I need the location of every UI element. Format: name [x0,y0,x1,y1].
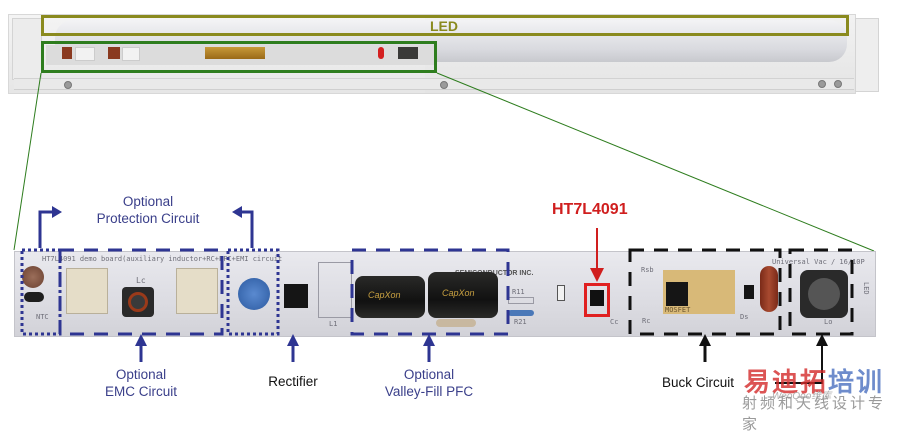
fixture-rail [14,78,854,90]
led-highlight-box [41,15,849,36]
zoom-guide-lines [13,72,875,252]
protection-label-line1: Optional [122,194,174,209]
zoom-line-right [436,72,875,252]
pcb-silkscreen-title: HT7L4091 demo board(auxiliary inductor+R… [42,255,283,263]
ic-highlight-box [584,283,610,317]
buck-inductor-core [808,278,840,310]
capacitor-brand-1: CapXon [368,290,401,300]
refdes-l1: L1 [329,320,338,328]
refdes-lc: Lc [136,276,146,285]
emc-arrow-head [135,334,147,346]
watermark: 易迪拓培训 [744,362,884,399]
driver-component [122,47,140,61]
led-label: LED [430,18,458,34]
emc-box [58,248,224,336]
protection-label-line2: Protection Circuit [96,211,200,226]
bridge-rectifier [284,284,308,308]
diode-ds [744,285,754,299]
electrolytic-capacitor-1 [355,276,425,318]
mosfet [666,282,688,306]
driver-component [108,47,120,59]
valley-fill-box [350,248,510,336]
output-capacitor [760,266,778,312]
annotation-overlay [20,206,854,384]
screw [818,80,826,88]
ntc-thermistor [24,292,44,302]
protection-arrow-left-line [38,210,54,248]
refdes-ntc: NTC [36,313,49,321]
valley-fill-label-line1: Optional [403,367,455,382]
watermark-blue-text: 培训 [828,367,885,397]
refdes-lo: Lo [824,318,833,326]
ic-label: HT7L4091 [552,201,628,218]
driver-capacitor [205,47,235,59]
resistor-r11 [508,297,534,304]
screw [834,80,842,88]
fuse-component [22,266,44,288]
fixture-endcap-right [855,18,879,92]
zoom-line-left [13,72,42,251]
screw [440,81,448,89]
protection-arrow-right-head [232,206,242,218]
capacitor-brand-2: CapXon [442,288,475,298]
ic-chip [590,290,604,306]
protection-label: Optional Protection Circuit [78,193,218,227]
buck-box [628,248,782,336]
driver-component [378,47,384,59]
valley-fill-label-line2: Valley-Fill PFC [384,384,474,399]
rectifier-label: Rectifier [268,374,318,389]
driver-component [75,47,95,61]
protection-box-left [20,248,62,336]
diode [557,285,565,301]
emc-label-line2: EMC Circuit [104,384,177,399]
driver-highlight-box [41,41,437,73]
driver-capacitor [235,47,265,59]
valley-fill-label: Optional Valley-Fill PFC [369,366,489,400]
ic-arrow-head [590,268,604,282]
protection-arrow-right-line [238,210,254,248]
electrolytic-capacitor-2 [428,272,498,318]
screw [64,81,72,89]
pcb-silkscreen-right: Universal Vac / 16/10P [772,258,865,266]
emi-capacitor-left [66,268,108,314]
fixture-endcap-left [12,18,42,80]
varistor [238,278,270,310]
refdes-r21: R21 [514,318,527,326]
refdes-led: LED [862,282,870,295]
buck-arrow2-line [775,344,823,384]
watermark-red-text: 易迪拓 [744,367,829,397]
refdes-rc: Rc [642,317,651,325]
emc-label-line1: Optional [115,367,167,382]
buck-arrow-head [699,334,711,346]
driver-component [62,47,72,59]
driver-inductor [398,47,418,59]
buck-inductor-box [788,248,854,336]
watermark-subtitle: 射频和天线设计专家 [742,395,887,433]
refdes-ds: Ds [740,313,749,321]
watermark-overlay: WeoQoo维库 [772,391,832,402]
emc-label: Optional EMC Circuit [86,366,196,400]
choke-winding [128,292,148,312]
rectifier-arrow-head [287,334,299,346]
emi-capacitor-right [176,268,218,314]
buck-label: Buck Circuit [662,375,735,390]
valley-fill-arrow-head [423,334,435,346]
protection-box-right [226,248,280,336]
refdes-mosfet: MOSFET [665,306,691,314]
refdes-cc: Cc [610,318,619,326]
buck-arrow2-head [816,334,828,346]
refdes-r11: R11 [512,288,525,296]
resistor-r21 [508,310,534,316]
protection-arrow-left-head [52,206,62,218]
valley-fill-resistor [436,319,476,327]
refdes-rsb: Rsb [641,266,654,274]
